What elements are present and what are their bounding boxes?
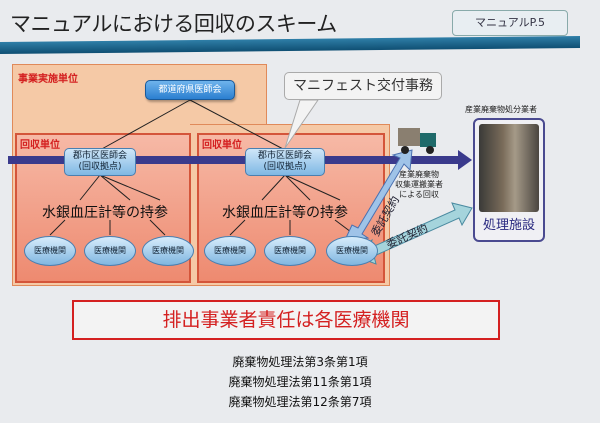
- law-reference: 廃棄物処理法第11条第1項: [228, 375, 372, 389]
- carry-in-text: 水銀血圧計等の持参: [42, 205, 168, 221]
- association-sub: (回収拠点): [78, 162, 122, 172]
- transporter-line: 収集運搬業者: [395, 180, 443, 189]
- truck-icon: [398, 128, 438, 154]
- law-reference: 廃棄物処理法第12条第7項: [228, 395, 372, 409]
- transporter-line: 産業廃棄物: [399, 170, 439, 179]
- medical-institution: 医療機関: [142, 236, 194, 266]
- city-association-node: 郡市区医師会 (回収拠点): [64, 148, 136, 176]
- city-association-node: 郡市区医師会 (回収拠点): [245, 148, 325, 176]
- page-title: マニュアルにおける回収のスキーム: [10, 12, 337, 36]
- facility-photo: [479, 124, 539, 212]
- medical-institution: 医療機関: [24, 236, 76, 266]
- collection-unit-label: 回収単位: [20, 140, 60, 151]
- facility-label: 処理施設: [482, 218, 535, 233]
- law-reference: 廃棄物処理法第3条第1項: [232, 355, 368, 369]
- medical-institution: 医療機関: [204, 236, 256, 266]
- disposer-label: 産業廃棄物処分業者: [465, 105, 537, 114]
- carry-in-text: 水銀血圧計等の持参: [222, 205, 348, 221]
- transporter-line: による回収: [399, 190, 439, 199]
- association-name: 郡市区医師会: [257, 151, 312, 161]
- manifest-callout: マニフェスト交付事務: [284, 72, 442, 100]
- medical-institution: 医療機関: [326, 236, 378, 266]
- association-sub: (回収拠点): [263, 162, 307, 172]
- page-reference-badge: マニュアルP.5: [452, 10, 568, 36]
- responsibility-box: 排出事業者責任は各医療機関: [72, 300, 500, 340]
- prefecture-association-node: 都道府県医師会: [145, 80, 235, 100]
- business-unit-label: 事業実施単位: [18, 74, 78, 85]
- medical-institution: 医療機関: [264, 236, 316, 266]
- medical-institution: 医療機関: [84, 236, 136, 266]
- collection-unit-label: 回収単位: [202, 140, 242, 151]
- treatment-facility: 処理施設: [473, 118, 545, 242]
- transporter-text: 産業廃棄物 収集運搬業者 による回収: [395, 170, 443, 200]
- association-name: 郡市区医師会: [72, 151, 127, 161]
